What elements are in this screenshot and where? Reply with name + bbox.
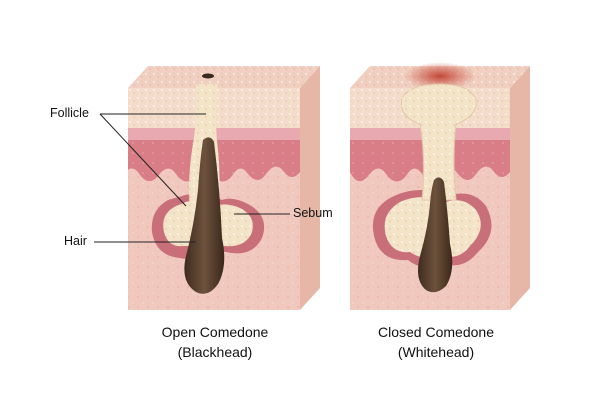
hair-shaft-closed xyxy=(418,177,453,293)
block-side-face xyxy=(300,66,320,310)
closed-comedone-title: Closed Comedone xyxy=(378,324,494,340)
hair-label: Hair xyxy=(64,234,87,248)
leader-lines xyxy=(94,113,290,243)
closed-comedone-caption: Closed Comedone (Whitehead) xyxy=(350,322,522,362)
open-comedone-title: Open Comedone xyxy=(161,324,269,340)
bottom-divider xyxy=(110,316,550,317)
closed-comedone-subtitle: (Whitehead) xyxy=(397,344,475,360)
hair-shaft xyxy=(184,137,225,294)
inflammation-spot xyxy=(404,62,476,90)
open-comedone-subtitle: (Blackhead) xyxy=(177,344,253,360)
block-side-face-closed xyxy=(510,66,530,310)
follicle-label: Follicle xyxy=(50,106,89,120)
follicle-leader-lower xyxy=(99,113,187,207)
open-comedone-block xyxy=(128,66,320,310)
sebum-label: Sebum xyxy=(293,206,333,220)
open-comedone-caption: Open Comedone (Blackhead) xyxy=(130,322,300,362)
open-pore xyxy=(202,73,214,79)
closed-comedone-block xyxy=(350,62,530,310)
